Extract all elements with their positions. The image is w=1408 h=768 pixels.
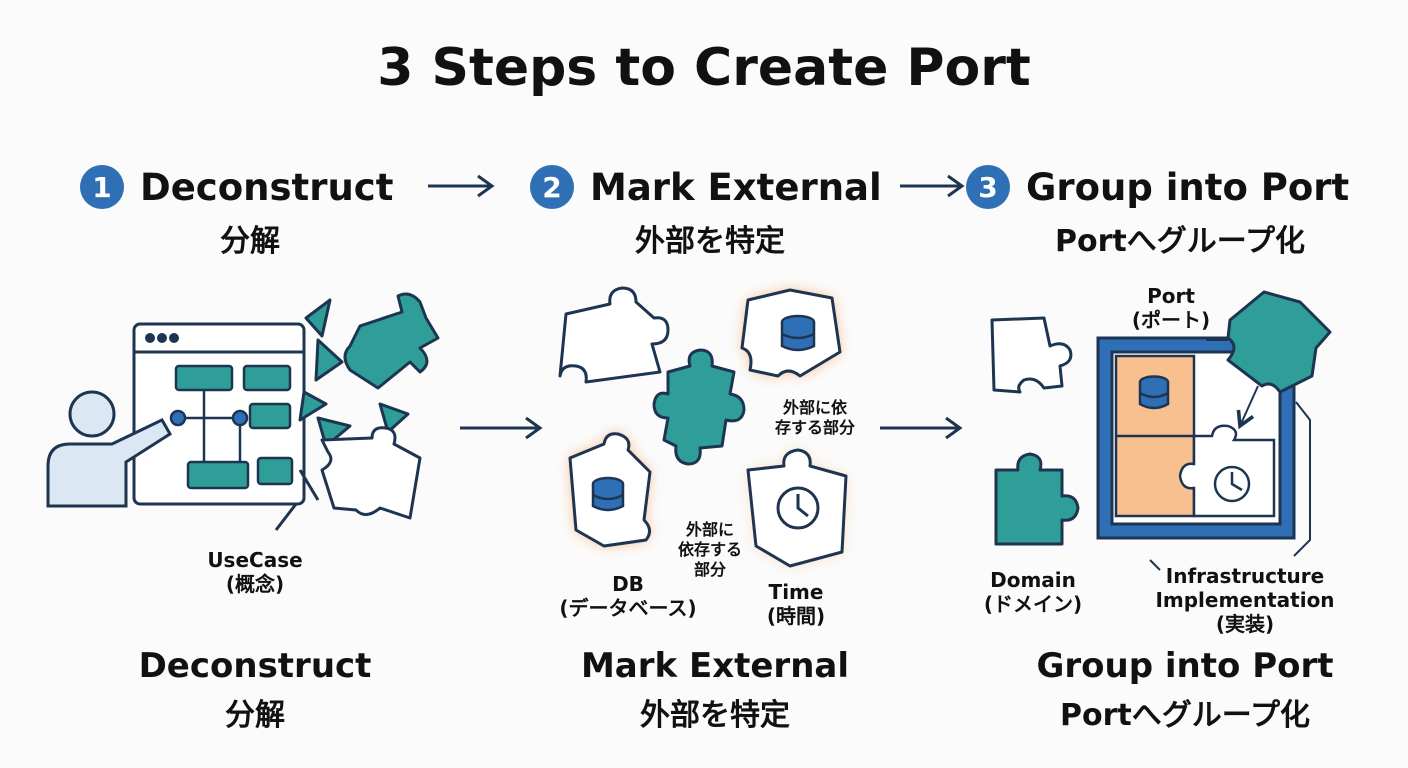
step-3-subtitle: Portへグループ化 — [1055, 224, 1305, 259]
header-arrow-1 — [428, 174, 495, 198]
clock-icon — [776, 486, 820, 530]
puzzle-blank-top — [558, 286, 670, 384]
middle-arrow-1 — [460, 416, 543, 440]
middle-arrow-2 — [880, 416, 963, 440]
clock-icon-port — [1213, 465, 1251, 503]
external-label-top: 外部に依存する部分 — [774, 398, 855, 437]
step-3-title: Group into Port — [1026, 165, 1350, 209]
step-2-title: Mark External — [590, 165, 882, 209]
step-1-badge: 1 — [80, 165, 124, 209]
usecase-label: UseCase(概念) — [207, 548, 303, 596]
puzzle-teal-middle — [652, 348, 746, 466]
puzzle-domain — [994, 452, 1080, 546]
domain-label: Domain(ドメイン) — [983, 568, 1083, 616]
bottom-title-1: Deconstruct — [138, 646, 372, 686]
bottom-subtitle-2: 外部を特定 — [640, 698, 790, 733]
header-arrow-2 — [900, 174, 965, 198]
external-label-middle: 外部に依存する部分 — [677, 520, 742, 579]
shattered-pieces — [274, 292, 440, 531]
bottom-subtitle-3: Portへグループ化 — [1060, 698, 1310, 733]
bottom-title-3: Group into Port — [1036, 646, 1334, 686]
step-3-header: 3 Group into Port — [966, 162, 1349, 212]
bottom-subtitle-1: 分解 — [225, 698, 285, 733]
time-label: Time(時間) — [766, 580, 826, 628]
step-1-subtitle: 分解 — [220, 224, 280, 259]
port-label: Port(ポート) — [1131, 284, 1211, 332]
puzzle-blank-right — [990, 316, 1073, 394]
step-2-badge: 2 — [530, 165, 574, 209]
person-icon — [46, 390, 173, 508]
step-2-header: 2 Mark External — [530, 162, 882, 212]
database-icon-port — [1138, 375, 1170, 410]
step-3-badge: 3 — [966, 165, 1010, 209]
port-puzzle-flying — [1226, 290, 1332, 394]
database-icon-top — [780, 314, 816, 352]
db-label: DB(データベース) — [559, 572, 697, 620]
page-title: 3 Steps to Create Port — [377, 38, 1031, 98]
step-1-title: Deconstruct — [140, 165, 394, 209]
port-pointer-lines — [1149, 339, 1311, 571]
step-2-subtitle: 外部を特定 — [635, 224, 785, 259]
database-icon-bottom — [591, 476, 625, 512]
step-1-header: 1 Deconstruct — [80, 162, 393, 212]
usecase-flow — [169, 364, 294, 490]
bottom-title-2: Mark External — [580, 646, 850, 686]
